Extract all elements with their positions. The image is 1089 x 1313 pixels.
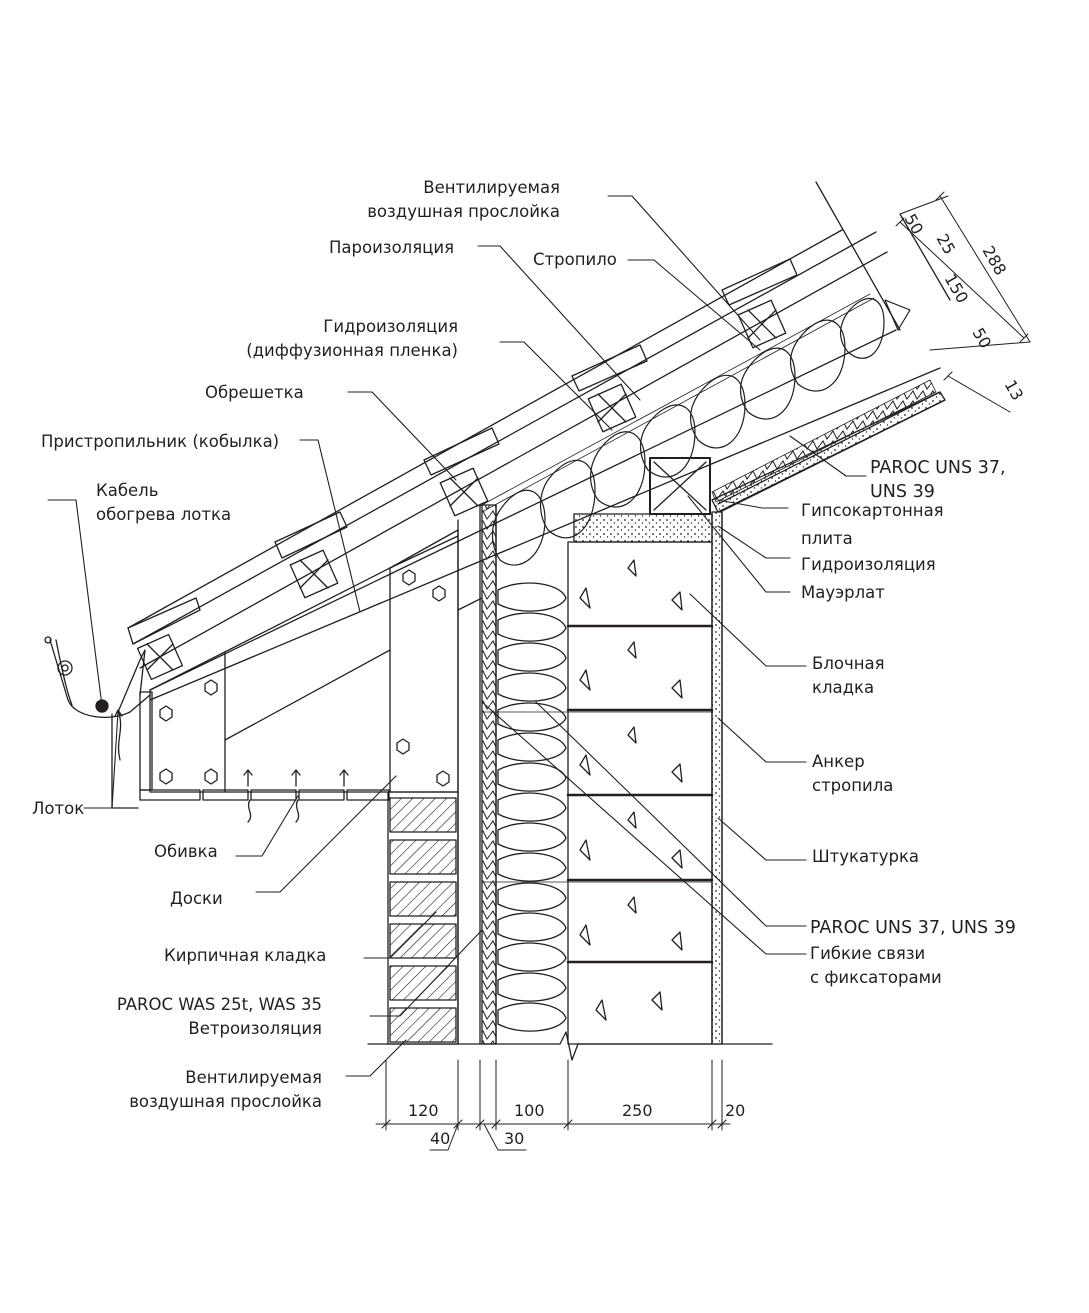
label-line: Анкер [812,752,865,771]
block-masonry [566,541,714,1045]
dim-roof-50-top: 50 [901,211,928,238]
label-paroc-uns-roof: PAROC UNS 37, UNS 39 [870,456,1006,504]
dim-wall-40: 40 [430,1129,450,1148]
label-flexible-ties: Гибкие связи с фиксаторами [810,942,942,990]
label-drywall: Гипсокартонная плита [801,497,944,553]
dim-roof-288: 288 [979,243,1011,279]
label-line: Гидроизоляция [323,317,458,336]
label-gutter: Лоток [32,799,85,818]
dim-roof-25: 25 [933,231,960,258]
gutter [44,636,151,809]
dim-roof-50-bottom: 50 [969,325,996,352]
eave-assembly [114,529,483,823]
leader-lines [47,195,867,1077]
wind-barrier [457,504,497,1045]
wall-plate [573,457,713,543]
dim-roof-150: 150 [941,271,973,307]
dim-wall-100: 100 [514,1101,545,1120]
label-rafter-anchor: Анкер стропила [812,750,893,798]
label-wall-plate: Мауэрлат [801,583,885,602]
label-line: UNS 39 [870,482,935,502]
label-paroc-uns-wall: PAROC UNS 37, UNS 39 [810,918,1016,938]
label-paroc-was: PAROC WAS 25t, WAS 35 Ветроизоляция [82,993,322,1041]
label-line: PAROC UNS 37, [870,458,1006,478]
battens [136,299,787,681]
label-soffit-cladding: Обивка [154,842,218,861]
label-line: PAROC WAS 25t, WAS 35 [116,995,322,1014]
label-plaster: Штукатурка [812,847,920,866]
label-line: Кабель [96,481,159,500]
wall-insulation [497,582,567,1032]
label-waterproofing-membrane: Гидроизоляция (диффузионная пленка) [238,315,458,363]
label-line: кладка [812,678,875,697]
dim-roof-13: 13 [1001,377,1028,404]
label-line: (диффузионная пленка) [246,341,458,360]
label-line: Гипсокартонная [801,501,944,520]
label-battens: Обрешетка [205,383,304,402]
label-line: Ветроизоляция [188,1019,322,1038]
dimension-lines [375,191,1031,1151]
label-line: с фиксаторами [810,968,942,987]
label-line: воздушная прослойка [129,1092,322,1111]
label-block-masonry: Блочная кладка [812,652,885,700]
label-line: воздушная прослойка [367,202,560,221]
dim-wall-250: 250 [622,1101,653,1120]
plaster [711,511,723,1045]
label-vent-gap-roof: Вентилируемая воздушная прослойка [340,176,560,224]
dim-wall-30: 30 [504,1129,524,1148]
label-line: Блочная [812,654,885,673]
dim-wall-120: 120 [408,1101,439,1120]
label-brick-masonry: Кирпичная кладка [164,946,327,965]
label-line: Вентилируемая [185,1068,322,1087]
label-boards: Доски [170,889,223,908]
label-vapor-barrier: Пароизоляция [329,238,455,257]
label-rafter-extension: Пристропильник (кобылка) [41,432,280,451]
label-line: Вентилируемая [423,178,560,197]
roof-package [127,181,951,701]
label-rafter: Стропило [533,250,617,269]
brick-veneer [387,791,459,1045]
label-heating-cable: Кабель обогрева лотка [96,479,231,527]
label-line: Гибкие связи [810,944,926,963]
label-line: плита [801,529,853,548]
bolts [159,569,450,787]
label-line: обогрева лотка [96,505,232,524]
label-line: стропила [812,776,894,795]
label-waterproofing: Гидроизоляция [801,555,936,574]
soffit-boards [139,691,390,801]
label-vent-gap-wall: Вентилируемая воздушная прослойка [102,1066,322,1114]
dim-wall-20: 20 [725,1101,745,1120]
